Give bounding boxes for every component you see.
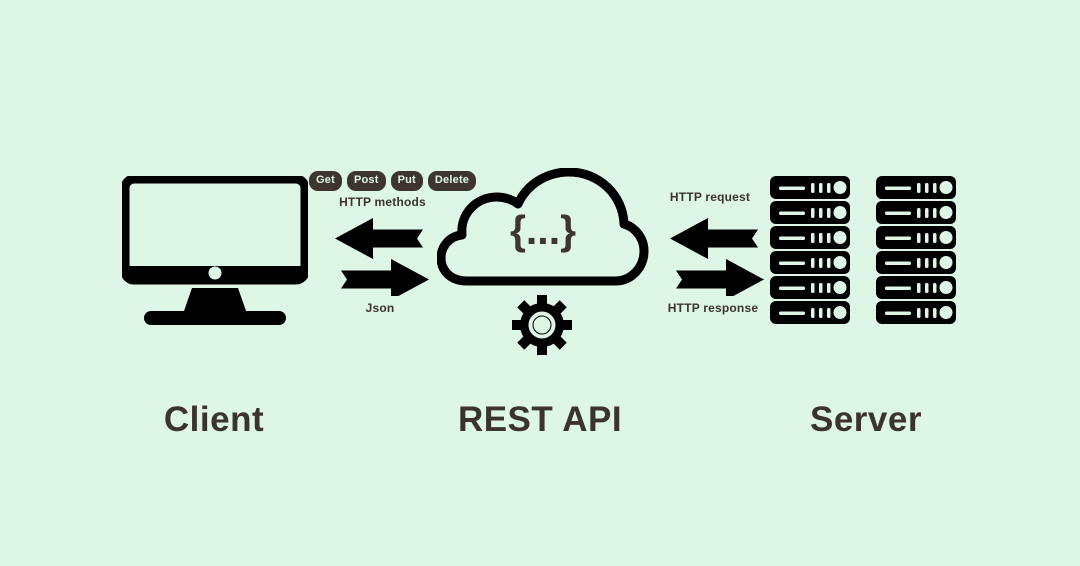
- http-method-pill-get[interactable]: Get: [309, 171, 342, 191]
- cloud-payload-text: {...}: [510, 207, 576, 253]
- api-server-arrow-group: [668, 216, 766, 296]
- http-response-caption: HTTP response: [667, 301, 759, 315]
- arrow-right-bottom: [676, 259, 764, 296]
- rest-api-title: REST API: [457, 400, 623, 439]
- client-api-arrow-group: [333, 216, 431, 296]
- json-caption: Json: [365, 301, 395, 315]
- http-method-pill-post[interactable]: Post: [346, 171, 386, 191]
- http-methods-caption: HTTP methods: [339, 195, 426, 209]
- gear-icon: [512, 295, 572, 355]
- server-rack-left: [770, 176, 850, 324]
- client-title: Client: [163, 400, 265, 439]
- server-title: Server: [810, 400, 922, 439]
- arrow-right-bottom: [341, 259, 429, 296]
- http-methods-pill-group: Get Post Put Delete: [309, 171, 477, 191]
- arrow-left-top: [670, 218, 758, 259]
- arrow-left-top: [335, 218, 423, 259]
- server-rack-right: [876, 176, 956, 324]
- http-request-caption: HTTP request: [669, 190, 751, 204]
- cloud-icon: {...}: [437, 168, 649, 292]
- monitor-icon: [122, 176, 308, 328]
- http-method-pill-put[interactable]: Put: [390, 171, 423, 191]
- http-method-pill-delete[interactable]: Delete: [427, 171, 477, 191]
- server-rack-icon: [770, 176, 956, 324]
